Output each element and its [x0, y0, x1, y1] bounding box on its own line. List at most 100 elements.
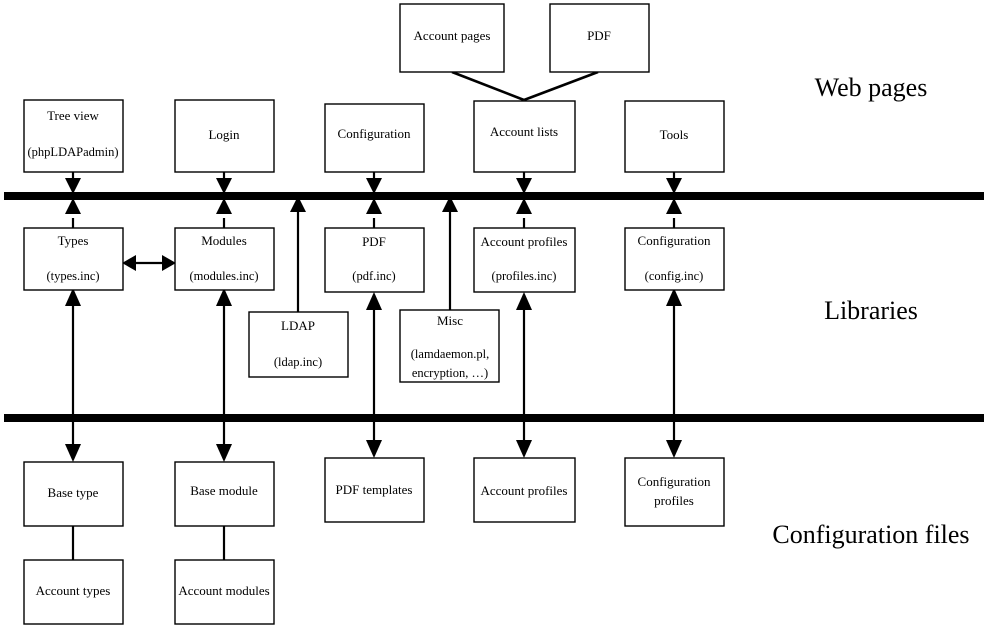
node-base-type[interactable]: Base type [23, 461, 124, 527]
node-configuration-profiles-file[interactable]: Configuration profiles [624, 457, 725, 527]
connector-pdf-top-to-account-lists [523, 70, 599, 102]
arrow-types-modules-left [122, 255, 136, 271]
node-tools-label: Tools [660, 127, 689, 142]
node-account-profiles-file-box[interactable] [473, 457, 576, 523]
bus-bar-web-libraries [4, 192, 984, 200]
node-pdf-templates[interactable]: PDF templates [324, 457, 425, 523]
node-config-lib-box[interactable] [624, 227, 725, 291]
node-account-modules[interactable]: Account modules [174, 559, 275, 625]
arrow-bar-to-profiles-lib [516, 292, 532, 310]
bus-bar-libraries-config [4, 414, 984, 422]
node-pdf-templates-box[interactable] [324, 457, 425, 523]
node-pdf-lib-sublabel: (pdf.inc) [352, 269, 395, 283]
node-misc-lib[interactable]: Misc (lamdaemon.pl, encryption, …) [399, 309, 500, 383]
node-configuration-profiles-file-box[interactable] [624, 457, 725, 527]
arrow-bar-to-configuration-profiles-file [666, 440, 682, 458]
arrow-bar-to-base-type [65, 444, 81, 462]
node-config-lib-label: Configuration [638, 233, 711, 248]
node-account-modules-box[interactable] [174, 559, 275, 625]
node-base-module[interactable]: Base module [174, 461, 275, 527]
node-base-type-box[interactable] [23, 461, 124, 527]
node-ldap-lib-label: LDAP [281, 318, 315, 333]
arrow-types-modules-right [162, 255, 176, 271]
node-misc-lib-sublabel2: encryption, …) [412, 366, 488, 380]
node-login-label: Login [208, 127, 240, 142]
connector-account-pages-to-account-lists [451, 70, 525, 102]
node-account-modules-label: Account modules [178, 583, 269, 598]
node-modules-lib[interactable]: Modules (modules.inc) [174, 227, 275, 291]
arrow-pdf-lib-up [366, 198, 382, 214]
node-types-lib-label: Types [58, 233, 89, 248]
node-account-types-label: Account types [36, 583, 111, 598]
node-account-pages-box[interactable] [399, 3, 505, 73]
node-modules-lib-label: Modules [201, 233, 247, 248]
node-types-lib-sublabel: (types.inc) [46, 269, 99, 283]
arrow-bar-to-pdf-templates [366, 440, 382, 458]
node-login[interactable]: Login [174, 99, 275, 173]
node-account-types-box[interactable] [23, 559, 124, 625]
node-misc-lib-label: Misc [437, 313, 463, 328]
section-label-libraries: Libraries [824, 296, 918, 325]
node-profiles-lib-label: Account profiles [480, 234, 567, 249]
node-account-lists-box[interactable] [473, 100, 576, 173]
node-account-pages-label: Account pages [414, 28, 491, 43]
node-tree-view-sublabel: (phpLDAPadmin) [28, 145, 119, 159]
arrow-account-lists-down [516, 178, 532, 194]
arrow-bar-to-config-lib [666, 288, 682, 306]
arrow-profiles-lib-up [516, 198, 532, 214]
node-profiles-lib-box[interactable] [473, 227, 576, 293]
node-pdf-lib-box[interactable] [324, 227, 425, 293]
node-account-profiles-file[interactable]: Account profiles [473, 457, 576, 523]
node-misc-lib-sublabel: (lamdaemon.pl, [411, 347, 489, 361]
arrow-misc-up [442, 196, 458, 212]
node-misc-lib-box[interactable] [399, 309, 500, 383]
node-base-module-label: Base module [190, 483, 258, 498]
node-config-lib[interactable]: Configuration (config.inc) [624, 227, 725, 291]
node-account-profiles-file-label: Account profiles [480, 483, 567, 498]
node-ldap-lib-box[interactable] [248, 311, 349, 378]
arrow-bar-to-pdf-lib [366, 292, 382, 310]
node-account-pages[interactable]: Account pages [399, 3, 505, 73]
node-tree-view-box[interactable] [23, 99, 124, 173]
node-types-lib[interactable]: Types (types.inc) [23, 227, 124, 291]
node-configuration-page-label: Configuration [338, 126, 411, 141]
section-label-configuration-files: Configuration files [772, 520, 969, 549]
node-config-lib-sublabel: (config.inc) [645, 269, 704, 283]
node-configuration-page-box[interactable] [324, 103, 425, 173]
node-configuration-profiles-file-sublabel: profiles [654, 493, 694, 508]
node-tools-box[interactable] [624, 100, 725, 173]
arrow-tree-view-down [65, 178, 81, 194]
node-login-box[interactable] [174, 99, 275, 173]
node-configuration-page[interactable]: Configuration [324, 103, 425, 173]
node-profiles-lib[interactable]: Account profiles (profiles.inc) [473, 227, 576, 293]
node-modules-lib-box[interactable] [174, 227, 275, 291]
node-pdf-top[interactable]: PDF [549, 3, 650, 73]
arrow-login-down [216, 178, 232, 194]
node-profiles-lib-sublabel: (profiles.inc) [492, 269, 557, 283]
node-tools[interactable]: Tools [624, 100, 725, 173]
node-pdf-top-label: PDF [587, 28, 611, 43]
arrow-config-lib-up [666, 198, 682, 214]
node-pdf-top-box[interactable] [549, 3, 650, 73]
node-account-types[interactable]: Account types [23, 559, 124, 625]
arrow-tools-down [666, 178, 682, 194]
arrow-bar-to-base-module [216, 444, 232, 462]
node-configuration-profiles-file-label: Configuration [638, 474, 711, 489]
node-types-lib-box[interactable] [23, 227, 124, 291]
arrow-modules-up [216, 198, 232, 214]
arrow-types-up [65, 198, 81, 214]
node-ldap-lib[interactable]: LDAP (ldap.inc) [248, 311, 349, 378]
node-account-lists[interactable]: Account lists [473, 100, 576, 173]
node-pdf-templates-label: PDF templates [336, 482, 413, 497]
node-account-lists-label: Account lists [490, 124, 558, 139]
arrow-bar-to-types [65, 288, 81, 306]
node-modules-lib-sublabel: (modules.inc) [189, 269, 258, 283]
node-tree-view[interactable]: Tree view (phpLDAPadmin) [23, 99, 124, 173]
arrow-ldap-up [290, 196, 306, 212]
node-ldap-lib-sublabel: (ldap.inc) [274, 355, 322, 369]
node-pdf-lib[interactable]: PDF (pdf.inc) [324, 227, 425, 293]
node-base-module-box[interactable] [174, 461, 275, 527]
section-label-web-pages: Web pages [815, 73, 928, 102]
